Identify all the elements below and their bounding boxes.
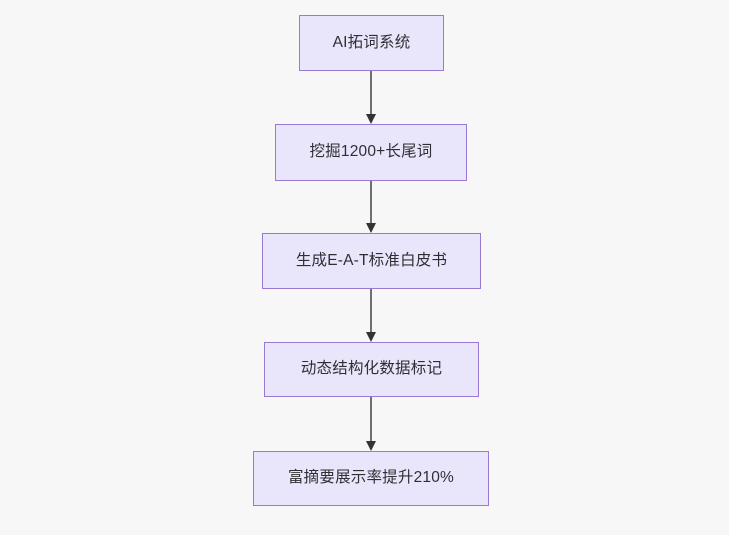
flow-node-label: AI拓词系统 (332, 33, 411, 51)
flow-edge-n3-to-n4 (363, 289, 379, 342)
flow-node-label: 挖掘1200+长尾词 (309, 143, 433, 161)
flow-edge-n1-to-n2 (363, 71, 379, 124)
flow-node-label: 动态结构化数据标记 (300, 360, 443, 378)
flow-edge-n2-to-n3 (363, 181, 379, 233)
flow-edge-n4-to-n5 (363, 397, 379, 451)
flow-node-n1[interactable]: AI拓词系统 (299, 15, 444, 71)
flow-node-label: 生成E-A-T标准白皮书 (295, 251, 448, 269)
flow-node-n4[interactable]: 动态结构化数据标记 (264, 342, 479, 397)
flow-node-label: 富摘要展示率提升210% (287, 469, 455, 487)
flow-node-n3[interactable]: 生成E-A-T标准白皮书 (262, 233, 481, 289)
flow-node-n2[interactable]: 挖掘1200+长尾词 (275, 124, 467, 181)
flow-node-n5[interactable]: 富摘要展示率提升210% (253, 451, 489, 506)
